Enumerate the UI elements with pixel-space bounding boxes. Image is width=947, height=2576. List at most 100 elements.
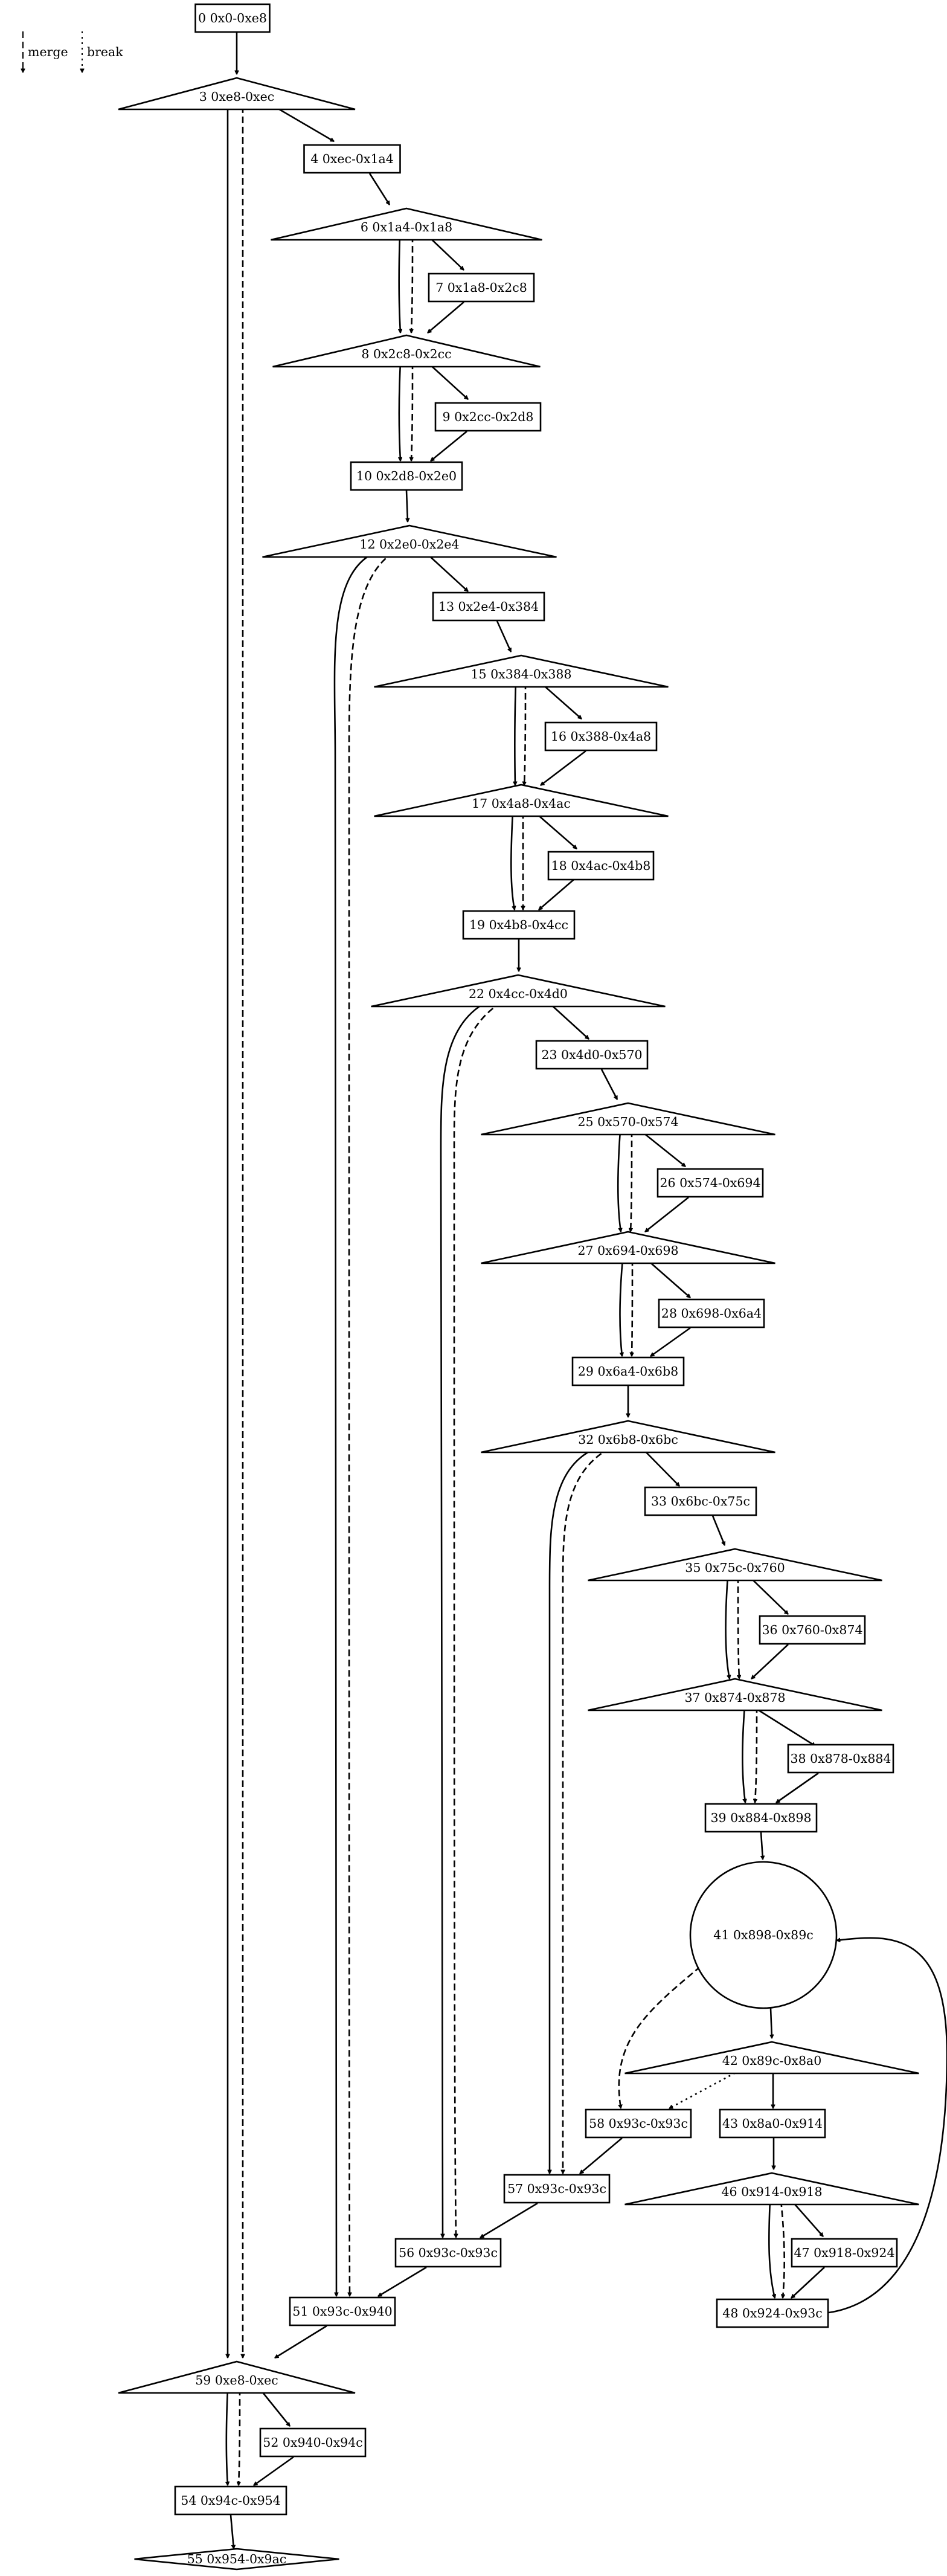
cfg-node-38[interactable]: 38 0x878-0x884	[787, 1744, 894, 1774]
cfg-node-46-label: 46 0x914-0x918	[722, 2185, 823, 2199]
cfg-node-52-label: 52 0x940-0x94c	[263, 2435, 362, 2450]
edge-4-to-6-solid	[368, 173, 391, 205]
cfg-node-13[interactable]: 13 0x2e4-0x384	[432, 591, 545, 622]
cfg-node-59[interactable]: 59 0xe8-0xec	[118, 2360, 356, 2394]
cfg-node-43[interactable]: 43 0x8a0-0x914	[719, 2108, 826, 2139]
cfg-node-26-label: 26 0x574-0x694	[660, 1176, 761, 1190]
edge-57-to-56-solid	[480, 2202, 538, 2239]
edge-22-to-56-dashed	[453, 1001, 502, 2238]
edge-52-to-54-solid	[254, 2456, 294, 2487]
edge-12-to-51-dashed	[349, 551, 394, 2296]
cfg-node-43-box	[719, 2108, 826, 2139]
cfg-node-42[interactable]: 42 0x89c-0x8a0	[624, 2041, 919, 2075]
cfg-node-10[interactable]: 10 0x2d8-0x2e0	[350, 461, 463, 491]
edge-17-to-18-solid	[534, 811, 577, 849]
edge-47-to-48-solid	[791, 2267, 825, 2298]
cfg-node-46[interactable]: 46 0x914-0x918	[624, 2172, 919, 2206]
cfg-node-35[interactable]: 35 0x75c-0x760	[588, 1548, 882, 1582]
cfg-node-16-label: 16 0x388-0x4a8	[551, 729, 651, 744]
cfg-node-41[interactable]: 41 0x898-0x89c	[689, 1861, 838, 2009]
cfg-node-51[interactable]: 51 0x93c-0x940	[289, 2296, 396, 2326]
cfg-node-42-label: 42 0x89c-0x8a0	[722, 2053, 822, 2068]
cfg-node-17-label: 17 0x4a8-0x4ac	[472, 796, 571, 811]
edge-42-to-58-dotted	[669, 2069, 740, 2110]
cfg-node-16[interactable]: 16 0x388-0x4a8	[544, 721, 658, 752]
cfg-node-48[interactable]: 48 0x924-0x93c	[716, 2298, 829, 2328]
cfg-node-26[interactable]: 26 0x574-0x694	[656, 1168, 764, 1198]
cfg-node-22[interactable]: 22 0x4cc-0x4d0	[371, 974, 666, 1008]
cfg-node-25[interactable]: 25 0x570-0x574	[481, 1102, 775, 1136]
edge-3-to-4-solid	[269, 103, 334, 143]
cfg-node-0-label: 0 0x0-0xe8	[198, 11, 267, 25]
cfg-node-9[interactable]: 9 0x2cc-0x2d8	[434, 402, 542, 432]
legend-break-label: break	[87, 45, 123, 59]
cfg-node-18[interactable]: 18 0x4ac-0x4b8	[547, 851, 655, 881]
cfg-node-55-label: 55 0x954-0x9ac	[187, 2552, 287, 2566]
cfg-node-33[interactable]: 33 0x6bc-0x75c	[644, 1486, 757, 1516]
cfg-node-39-box	[704, 1803, 818, 1833]
cfg-node-32[interactable]: 32 0x6b8-0x6bc	[481, 1420, 775, 1454]
cfg-node-43-label: 43 0x8a0-0x914	[722, 2116, 823, 2131]
nodes-layer: 0 0x0-0xe8 3 0xe8-0xec 4 0xec-0x1a4 6 0x1a4…	[118, 3, 919, 2571]
edge-59-to-52-solid	[258, 2388, 291, 2426]
edge-23-to-25-solid	[600, 1069, 618, 1100]
edge-36-to-37-solid	[751, 1644, 789, 1679]
cfg-node-4[interactable]: 4 0xec-0x1a4	[303, 144, 401, 174]
legend-merge-label: merge	[28, 45, 68, 59]
edge-27-to-29-solid	[619, 1258, 623, 1356]
cfg-node-32-label: 32 0x6b8-0x6bc	[578, 1432, 678, 1447]
edge-15-to-17-dashed	[524, 682, 525, 785]
cfg-node-10-box	[350, 461, 463, 491]
cfg-node-12[interactable]: 12 0x2e0-0x2e4	[262, 524, 557, 558]
cfg-node-27[interactable]: 27 0x694-0x698	[481, 1231, 775, 1264]
cfg-node-8[interactable]: 8 0x2c8-0x2cc	[272, 334, 541, 368]
cfg-node-37[interactable]: 37 0x874-0x878	[588, 1678, 882, 1711]
edge-7-to-8-solid	[428, 301, 464, 333]
cfg-node-54-label: 54 0x94c-0x954	[181, 2493, 280, 2508]
cfg-node-7-box	[428, 272, 535, 303]
edge-22-to-56-solid	[440, 1001, 487, 2238]
cfg-node-3[interactable]: 3 0xe8-0xec	[118, 77, 356, 111]
cfg-node-47[interactable]: 47 0x918-0x924	[791, 2238, 898, 2268]
edge-54-to-55-solid	[230, 2514, 234, 2549]
edge-59-to-54-solid	[226, 2388, 228, 2485]
edge-15-to-17-solid	[515, 682, 516, 785]
cfg-node-36[interactable]: 36 0x760-0x874	[759, 1615, 866, 1645]
edge-26-to-27-solid	[645, 1196, 689, 1233]
edge-12-to-51-solid	[333, 551, 376, 2296]
cfg-node-41-circle	[689, 1861, 838, 2009]
cfg-node-29[interactable]: 29 0x6a4-0x6b8	[571, 1356, 685, 1386]
cfg-node-57[interactable]: 57 0x93c-0x93c	[503, 2174, 611, 2204]
cfg-node-3-triangle	[118, 77, 356, 111]
edge-33-to-35-solid	[711, 1515, 725, 1545]
cfg-node-55[interactable]: 55 0x954-0x9ac	[134, 2548, 339, 2571]
cfg-node-0[interactable]: 0 0x0-0xe8	[194, 3, 271, 33]
cfg-node-19[interactable]: 19 0x4b8-0x4cc	[462, 910, 576, 940]
edge-32-to-33-solid	[641, 1447, 679, 1486]
cfg-node-15[interactable]: 15 0x384-0x388	[374, 654, 669, 688]
cfg-node-39[interactable]: 39 0x884-0x898	[704, 1803, 818, 1833]
cfg-node-54[interactable]: 54 0x94c-0x954	[174, 2485, 287, 2516]
edge-8-to-9-solid	[427, 362, 468, 399]
edge-35-to-37-dashed	[738, 1576, 739, 1679]
cfg-node-56[interactable]: 56 0x93c-0x93c	[394, 2238, 502, 2268]
cfg-node-13-label: 13 0x2e4-0x384	[438, 599, 539, 614]
cfg-node-28[interactable]: 28 0x698-0x6a4	[658, 1298, 765, 1328]
cfg-node-6[interactable]: 6 0x1a4-0x1a8	[271, 207, 542, 241]
cfg-node-52[interactable]: 52 0x940-0x94c	[259, 2427, 367, 2458]
cfg-node-19-box	[462, 910, 576, 940]
cfg-node-29-label: 29 0x6a4-0x6b8	[578, 1364, 678, 1379]
edge-25-to-27-solid	[617, 1130, 621, 1232]
cfg-node-22-triangle	[371, 974, 666, 1008]
cfg-node-7[interactable]: 7 0x1a8-0x2c8	[428, 272, 535, 303]
cfg-node-58-label: 58 0x93c-0x93c	[589, 2116, 688, 2131]
cfg-node-28-box	[658, 1298, 765, 1328]
cfg-node-23[interactable]: 23 0x4d0-0x570	[535, 1040, 649, 1070]
cfg-node-8-triangle	[272, 334, 541, 368]
edge-58-to-57-solid	[580, 2137, 623, 2174]
cfg-node-17[interactable]: 17 0x4a8-0x4ac	[374, 784, 669, 817]
cfg-node-15-label: 15 0x384-0x388	[471, 667, 572, 681]
cfg-node-58[interactable]: 58 0x93c-0x93c	[585, 2108, 692, 2139]
edge-18-to-19-solid	[539, 879, 574, 910]
cfg-node-33-box	[644, 1486, 757, 1516]
